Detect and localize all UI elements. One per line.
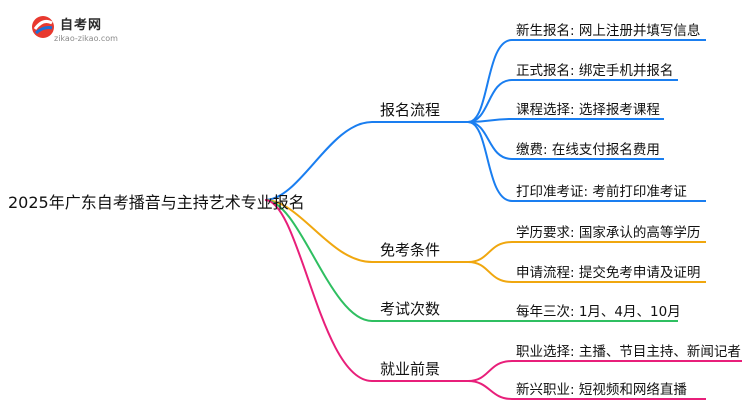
link-root-branch-3 — [264, 199, 373, 322]
link-b1-leaf-1 — [467, 39, 513, 123]
logo-emblem-icon — [32, 16, 54, 38]
leaf-2-2: 申请流程: 提交免考申请及证明 — [516, 265, 701, 281]
link-b4-leaf-1 — [467, 360, 513, 382]
link-b2-leaf-2 — [467, 261, 513, 283]
leaf-1-5: 打印准考证: 考前打印准考证 — [516, 184, 687, 200]
leaf-1-2: 正式报名: 绑定手机并报名 — [516, 63, 674, 79]
link-root-branch-2 — [264, 199, 373, 263]
link-root-branch-4 — [264, 199, 373, 382]
branch-4-label: 就业前景 — [380, 360, 441, 378]
logo-url: zikao-zikao.com — [54, 34, 118, 43]
leaf-2-1: 学历要求: 国家承认的高等学历 — [516, 225, 701, 241]
leaf-4-1: 职业选择: 主播、节目主持、新闻记者 — [516, 344, 741, 360]
branch-3-label: 考试次数 — [380, 300, 441, 318]
link-b4-leaf-2 — [467, 380, 513, 400]
logo-title: 自考网 — [60, 18, 103, 33]
branch-2-label: 免考条件 — [380, 241, 441, 259]
link-b2-leaf-1 — [467, 241, 513, 263]
leaf-1-4: 缴费: 在线支付报名费用 — [516, 142, 660, 158]
link-b1-leaf-2 — [467, 79, 513, 123]
link-b1-leaf-5 — [467, 121, 513, 202]
site-logo[interactable]: 自考网 zikao-zikao.com — [30, 14, 140, 48]
branch-1-label: 报名流程 — [380, 101, 441, 119]
leaf-1-1: 新生报名: 网上注册并填写信息 — [516, 23, 701, 39]
link-b1-leaf-4 — [467, 121, 513, 160]
leaf-3-1: 每年三次: 1月、4月、10月 — [516, 304, 681, 320]
leaf-4-2: 新兴职业: 短视频和网络直播 — [516, 382, 687, 398]
leaf-1-3: 课程选择: 选择报考课程 — [516, 102, 660, 118]
root-node: 2025年广东自考播音与主持艺术专业报名 — [8, 193, 305, 212]
link-root-branch-1 — [264, 121, 373, 201]
